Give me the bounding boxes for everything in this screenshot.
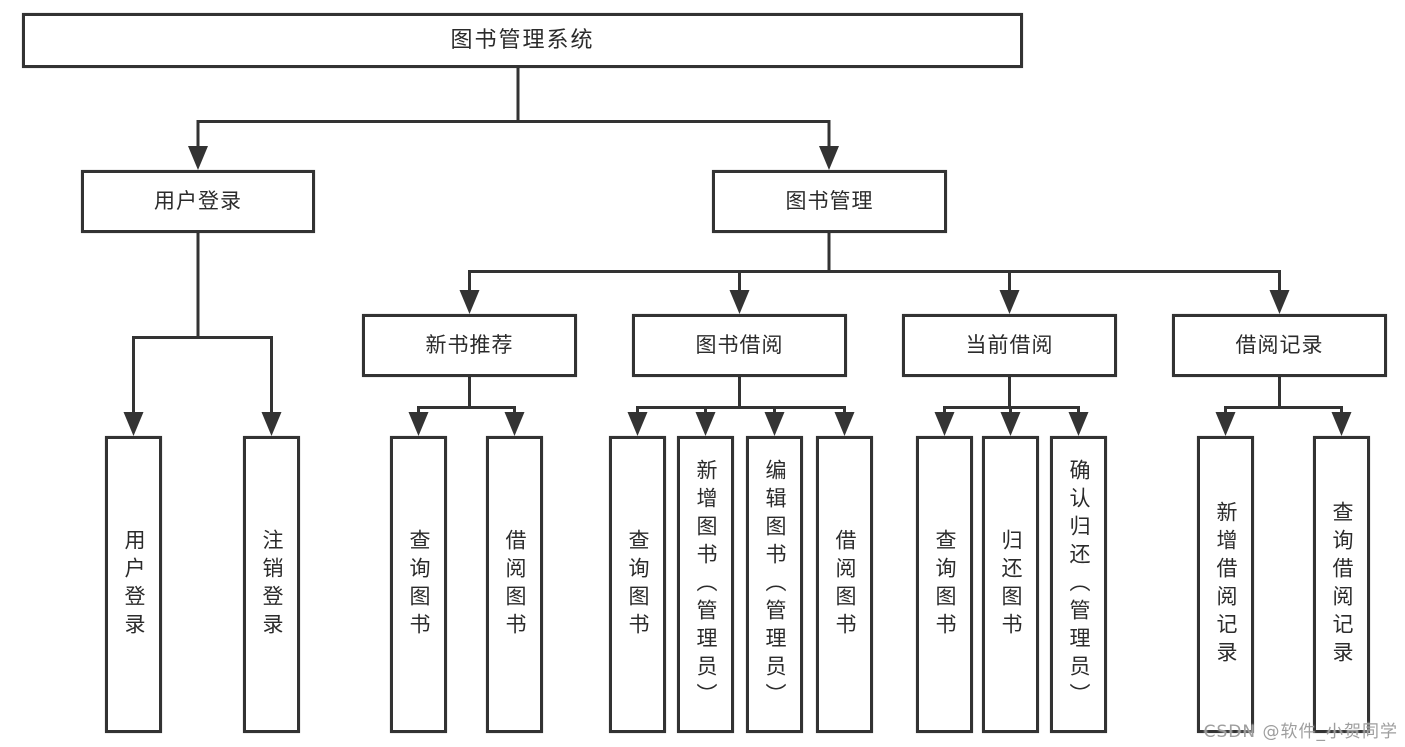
node-book-borrowing: 图书借阅 (632, 314, 847, 377)
leaf-return-books: 归还图书 (982, 436, 1039, 733)
leaf-query-books-current: 查询图书 (916, 436, 973, 733)
csdn-watermark: CSDN @软件_小贺同学 (1203, 722, 1398, 742)
leaf-logout-login: 注销登录 (243, 436, 300, 733)
node-library-management-system: 图书管理系统 (22, 13, 1023, 68)
node-current-borrowing: 当前借阅 (902, 314, 1117, 377)
leaf-confirm-return-admin: 确认归还（管理员） (1050, 436, 1107, 733)
node-book-management: 图书管理 (712, 170, 947, 233)
leaf-add-books-admin: 新增图书（管理员） (677, 436, 734, 733)
leaf-borrow-books: 借阅图书 (816, 436, 873, 733)
leaf-add-borrow-record: 新增借阅记录 (1197, 436, 1254, 733)
leaf-query-books-recommend: 查询图书 (390, 436, 447, 733)
leaf-query-books-borrowing: 查询图书 (609, 436, 666, 733)
leaf-borrow-books-recommend: 借阅图书 (486, 436, 543, 733)
node-new-book-recommendation: 新书推荐 (362, 314, 577, 377)
leaf-user-login: 用户登录 (105, 436, 162, 733)
leaf-query-borrow-record: 查询借阅记录 (1313, 436, 1370, 733)
leaf-edit-books-admin: 编辑图书（管理员） (746, 436, 803, 733)
node-user-login: 用户登录 (81, 170, 315, 233)
node-borrowing-records: 借阅记录 (1172, 314, 1387, 377)
